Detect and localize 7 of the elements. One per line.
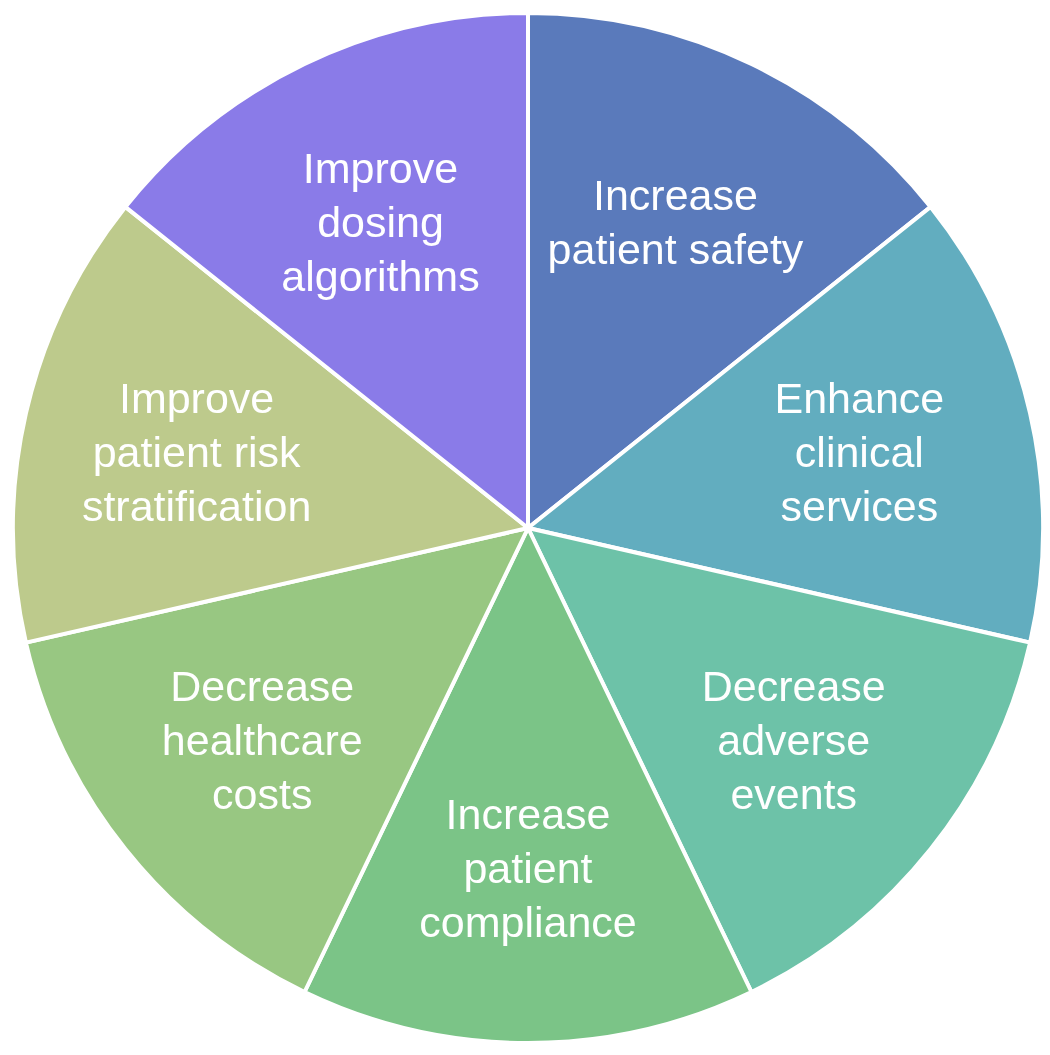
segment-label: Improve dosing algorithms xyxy=(280,142,481,302)
segment-label: Increase patient safety xyxy=(546,169,805,275)
segment-label: Increase patient compliance xyxy=(418,788,638,948)
segment-label: Enhance clinical services xyxy=(773,373,946,533)
segment-label: Improve patient risk stratification xyxy=(80,373,313,533)
segment-label: Decrease healthcare costs xyxy=(160,660,364,820)
segment-label: Decrease adverse events xyxy=(700,660,887,820)
